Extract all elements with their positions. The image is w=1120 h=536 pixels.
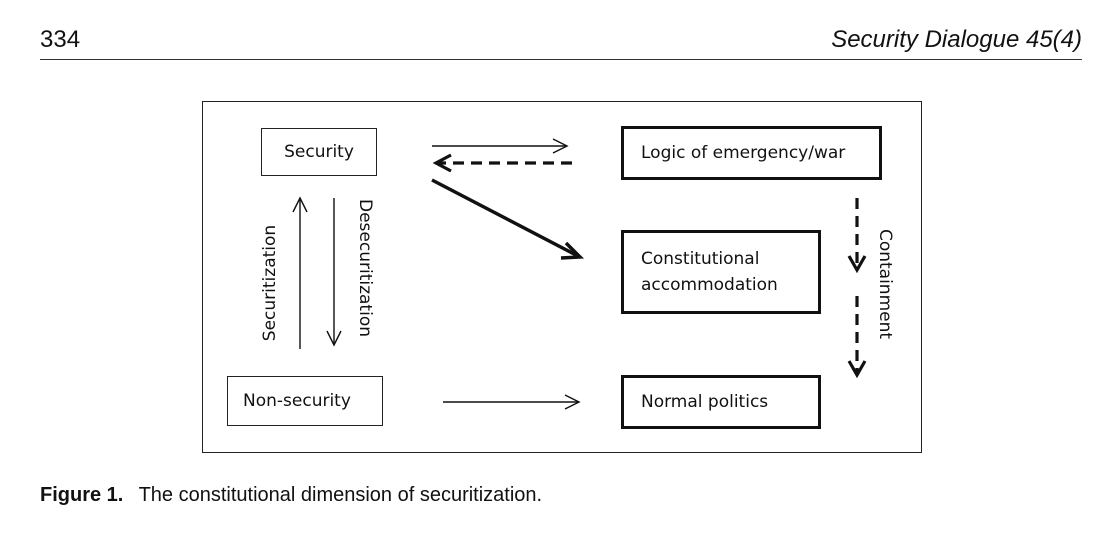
header-rule — [40, 59, 1082, 60]
desecuritization-label: Desecuritization — [355, 199, 375, 337]
arrow-containment-upper — [847, 198, 867, 274]
non-security-label: Non-security — [243, 391, 351, 411]
arrow-security-to-accommodation — [431, 178, 585, 260]
arrow-security-to-logic — [432, 138, 569, 154]
containment-label: Containment — [875, 228, 895, 340]
page-number: 334 — [40, 26, 81, 53]
normal-politics-box: Normal politics — [621, 375, 821, 429]
arrow-desecuritization — [326, 198, 342, 347]
normal-politics-label: Normal politics — [641, 392, 769, 412]
accommodation-label-line1: Constitutional — [641, 249, 760, 269]
security-label: Security — [284, 142, 354, 162]
figure-caption: Figure 1. The constitutional dimension o… — [40, 484, 542, 507]
arrow-logic-to-security — [432, 153, 572, 173]
caption-label: Figure 1. — [40, 484, 124, 506]
logic-box: Logic of emergency/war — [621, 126, 882, 180]
securitization-label: Securitization — [260, 224, 280, 342]
logic-label: Logic of emergency/war — [641, 143, 846, 163]
arrow-nonsecurity-to-normal — [443, 394, 581, 410]
security-box: Security — [261, 128, 377, 176]
caption-text: The constitutional dimension of securiti… — [138, 484, 543, 506]
figure-frame — [202, 101, 922, 453]
arrow-securitization — [292, 196, 308, 349]
non-security-box: Non-security — [227, 376, 383, 426]
arrow-containment-lower — [847, 296, 867, 379]
journal-title: Security Dialogue 45(4) — [831, 26, 1082, 53]
accommodation-box: Constitutional accommodation — [621, 230, 821, 314]
accommodation-label-line2: accommodation — [641, 275, 778, 295]
